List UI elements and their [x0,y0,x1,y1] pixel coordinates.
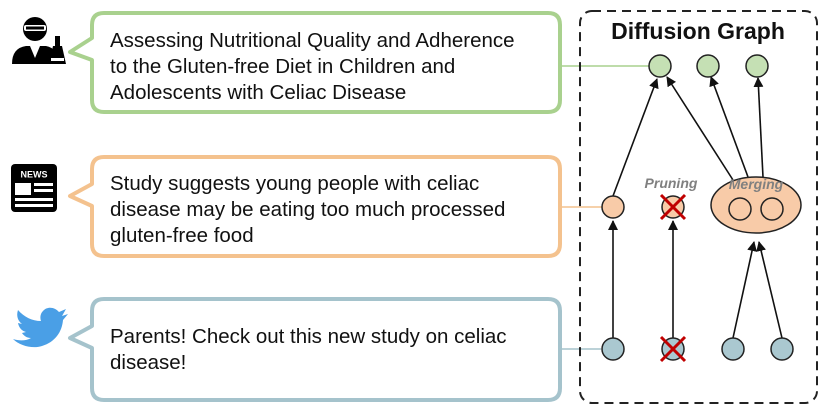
paper-text-line: to the Gluten-free Diet in Children and [110,55,455,78]
scientist-icon [12,17,66,64]
diffusion-graph-panel [579,10,818,404]
paper-bubble [68,11,562,114]
pruned-social-node [659,335,687,363]
social-bubble [68,297,562,402]
edge [753,77,764,178]
social-node [721,337,745,361]
merged-news-node [710,176,802,234]
news-text: Study suggests young people with celiac … [110,172,511,247]
paper-node [696,54,720,78]
graph-title: Diffusion Graph [611,18,785,44]
paper-node [745,54,769,78]
social-text-line: Parents! Check out this new study on cel… [110,325,507,348]
edge [709,76,749,178]
paper-text-line: Adolescents with Celiac Disease [110,81,406,104]
edge [612,78,659,197]
news-text-line: disease may be eating too much processed [110,198,505,221]
edge [732,241,757,339]
social-node [601,337,625,361]
edge [666,76,734,181]
news-icon-label: NEWS [21,170,48,180]
newspaper-icon: NEWS [11,164,57,212]
edge [756,241,783,339]
news-text-line: gluten-free food [110,224,254,247]
social-text: Parents! Check out this new study on cel… [110,325,512,374]
pruned-news-node [659,193,687,221]
news-node [601,195,625,219]
social-node [770,337,794,361]
news-bubble [68,155,562,258]
paper-text-line: Assessing Nutritional Quality and Adhere… [110,29,515,52]
twitter-bird-icon [13,307,68,348]
merging-label: Merging [729,176,784,192]
pruning-label: Pruning [645,175,698,191]
paper-node [648,54,672,78]
news-text-line: Study suggests young people with celiac [110,172,479,195]
social-text-line: disease! [110,351,186,374]
paper-text: Assessing Nutritional Quality and Adhere… [110,29,520,104]
